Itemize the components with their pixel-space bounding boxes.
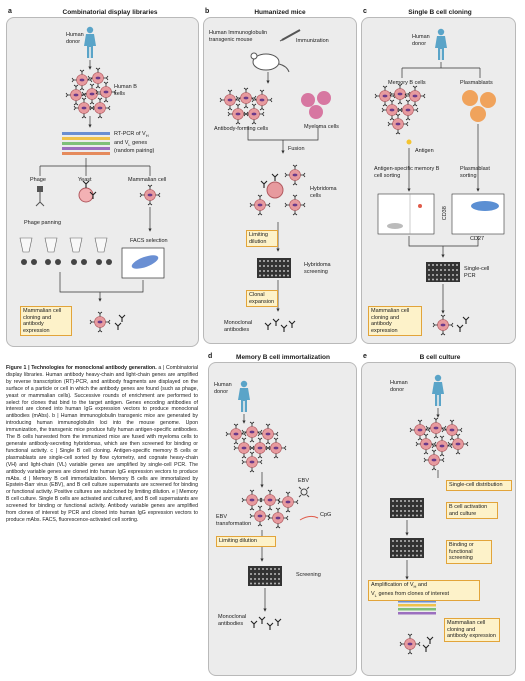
c-cloning-box: Mammalian cell cloning and antibody expr… xyxy=(368,306,422,336)
facs-plot-plasmablast xyxy=(451,193,505,235)
c-cd27: CD27 xyxy=(470,236,485,242)
a-human-b-cells: Human B cells xyxy=(114,84,137,97)
c-plasmablast-sorting: Plasmablast sorting xyxy=(460,166,490,179)
e-cloning-box: Mammalian cell cloning and antibody expr… xyxy=(444,618,500,642)
a-phage-panning: Phage panning xyxy=(24,220,62,226)
b-clonal-expansion: Clonal expansion xyxy=(246,290,278,307)
mouse-icon xyxy=(250,52,290,73)
b-fusion: Fusion xyxy=(288,146,305,152)
a-cloning-box: Mammalian cell cloning and antibody expr… xyxy=(20,306,72,336)
b-limiting-dilution: Limiting dilution xyxy=(246,230,278,247)
monoclonal-antibodies-b xyxy=(264,318,296,333)
antibody-forming-cells xyxy=(219,87,273,125)
d-human-donor: Human donor xyxy=(214,382,232,395)
facs-plot-memory xyxy=(377,193,435,235)
mammalian-cell-icon xyxy=(139,184,161,206)
c-cd38: CD38 xyxy=(441,206,448,221)
b-mouse-label: Human Immunoglobulin transgenic mouse xyxy=(209,30,268,43)
panel-e-letter: e xyxy=(363,353,367,360)
hybridoma-plate xyxy=(257,258,291,278)
c-human-donor: Human donor xyxy=(412,34,430,47)
culture-plate-1 xyxy=(390,498,424,518)
antigen-icon xyxy=(406,139,412,145)
d-screening: Screening xyxy=(296,572,321,578)
panel-b xyxy=(203,17,357,344)
ebv-virus-icon xyxy=(298,486,310,498)
expressing-cell-c xyxy=(432,314,470,336)
hybridoma-cells xyxy=(249,164,306,216)
caption-body: a | Combinatorial display libraries. Hum… xyxy=(6,365,198,523)
b-monoclonal: Monoclonal antibodies xyxy=(224,320,253,333)
b-cell-cluster-d xyxy=(225,421,287,473)
culture-plate-2 xyxy=(390,538,424,558)
b-cell-cluster-a xyxy=(65,67,117,119)
a-human-donor: Human donor xyxy=(66,32,84,45)
a-yeast: Yeast xyxy=(78,177,92,183)
screening-plate xyxy=(248,566,282,586)
panel-b-title: Humanized mice xyxy=(254,9,306,16)
expressing-cell-e xyxy=(399,633,434,655)
cpg-icon xyxy=(299,515,319,521)
gene-bars-e xyxy=(398,600,436,615)
a-mammalian-cell: Mammalian cell xyxy=(128,177,167,183)
human-donor-icon-e xyxy=(432,374,444,406)
panel-a-title: Combinatorial display libraries xyxy=(62,9,158,16)
e-activation: B cell activation and culture xyxy=(446,502,498,519)
facs-plot-a xyxy=(121,247,165,279)
a-facs-selection: FACS selection xyxy=(130,238,168,244)
syringe-icon xyxy=(279,29,301,42)
myeloma-cells xyxy=(301,91,331,119)
c-plasmablasts: Plasmablasts xyxy=(460,80,493,86)
panel-d-letter: d xyxy=(208,353,213,360)
panel-e-title: B cell culture xyxy=(419,354,461,361)
memory-b-cells xyxy=(374,83,426,135)
expressing-cell-a xyxy=(89,311,126,333)
plasmablasts xyxy=(462,90,496,122)
b-myeloma: Myeloma cells xyxy=(304,124,339,130)
panel-c-title: Single B cell cloning xyxy=(408,9,472,16)
c-single-pcr: Single-cell PCR xyxy=(464,266,490,279)
panel-d-title: Memory B cell immortalization xyxy=(236,354,330,361)
d-monoclonal: Monoclonal antibodies xyxy=(218,614,247,627)
b-immunization: Immunization xyxy=(296,38,329,44)
c-antigen: Antigen xyxy=(415,148,434,154)
panel-b-letter: b xyxy=(205,8,210,15)
single-cell-plate xyxy=(426,262,460,282)
d-limiting-dilution: Limiting dilution xyxy=(216,536,276,547)
b-cell-cluster-e xyxy=(409,417,469,471)
panel-c xyxy=(361,17,516,344)
b-antibody-forming: Antibody-forming cells xyxy=(214,126,269,132)
b-hybridoma-screening: Hybridoma screening xyxy=(304,262,331,275)
gene-bars xyxy=(62,132,110,155)
a-phage: Phage xyxy=(30,177,46,183)
b-hybridoma: Hybridoma cells xyxy=(310,186,337,199)
phage-icon xyxy=(35,186,45,207)
panel-a-letter: a xyxy=(8,8,12,15)
d-cpg: CpG xyxy=(320,512,332,518)
panel-c-letter: c xyxy=(363,8,367,15)
c-antigen-sorting: Antigen-specific memory B cell sorting xyxy=(374,166,440,179)
e-single-cell: Single-cell distribution xyxy=(446,480,512,491)
d-ebv: EBV xyxy=(298,478,310,484)
c-memory-b: Memory B cells xyxy=(388,80,426,86)
caption-title: Figure 1 | Technologies for monoclonal a… xyxy=(6,365,157,371)
d-ebv-transformation: EBV transformation xyxy=(216,514,252,527)
yeast-icon xyxy=(78,180,97,203)
e-binding: Binding or functional screening xyxy=(446,540,492,564)
phage-panning-tubes xyxy=(19,237,112,265)
figure-caption: Figure 1 | Technologies for monoclonal a… xyxy=(6,365,198,524)
e-human-donor: Human donor xyxy=(390,380,408,393)
